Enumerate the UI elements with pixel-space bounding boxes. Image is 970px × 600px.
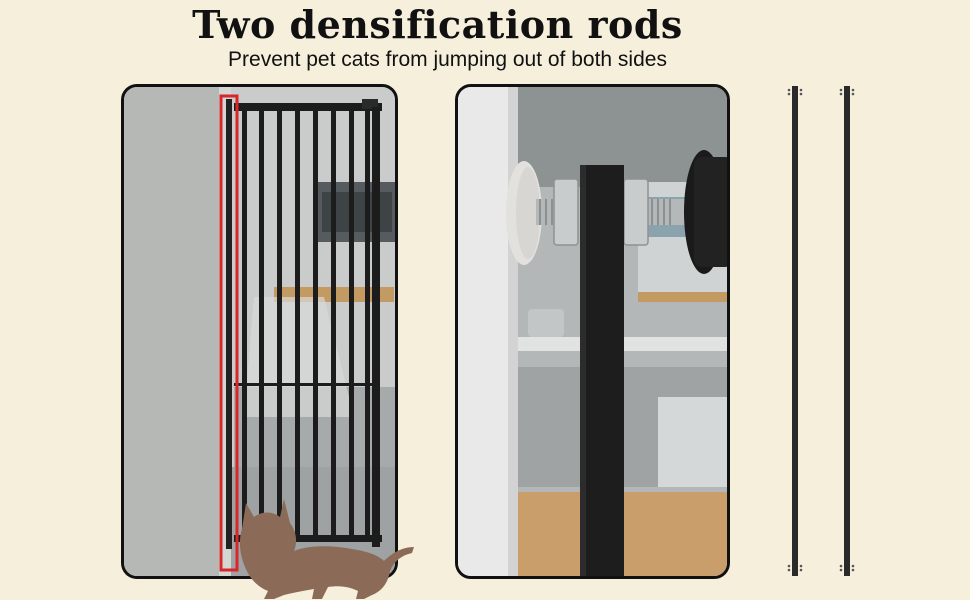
densification-rods [770, 80, 890, 580]
cat-silhouette-icon [239, 499, 414, 599]
rod-1 [787, 86, 803, 576]
gate-installed-photo [121, 84, 398, 579]
page-title: Two densification rods [192, 2, 683, 47]
rod-highlight-box [219, 94, 239, 572]
rod-2 [839, 86, 855, 576]
gate-bars [242, 109, 370, 539]
mount-closeup-photo [455, 84, 730, 579]
mount-scene [458, 87, 727, 576]
page-subtitle: Prevent pet cats from jumping out of bot… [228, 48, 667, 71]
gate-scene [124, 87, 395, 576]
